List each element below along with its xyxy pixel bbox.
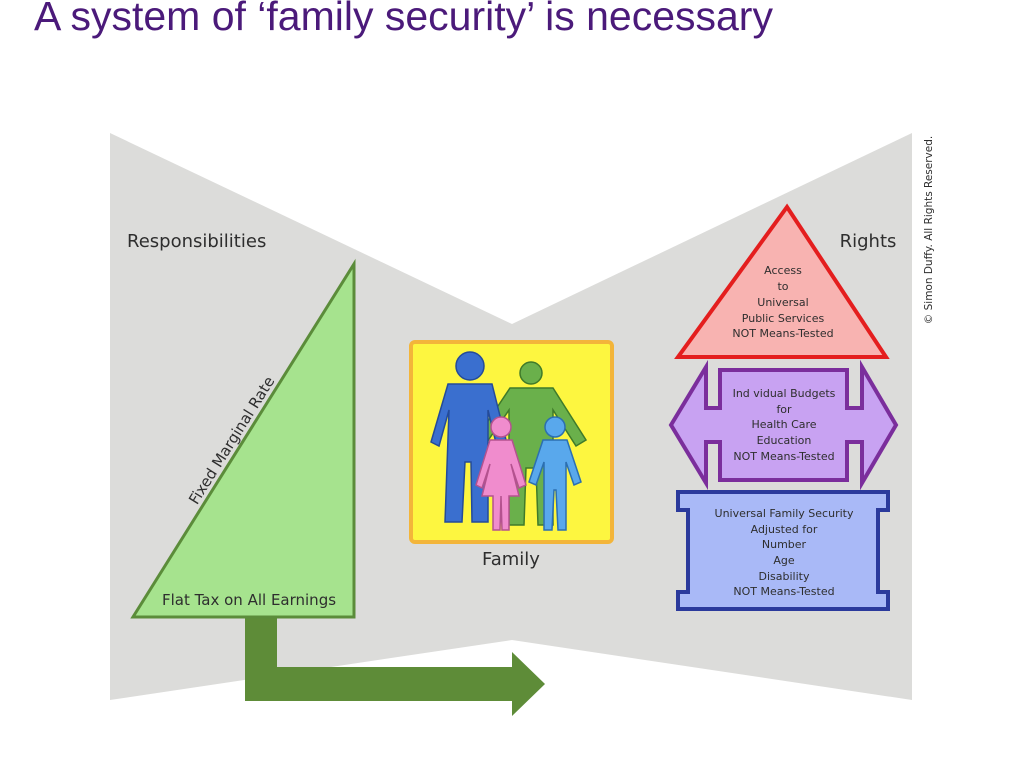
family-security-line: Universal Family Security	[715, 507, 854, 520]
public-services-line: Universal	[757, 296, 808, 309]
public-services-line: NOT Means-Tested	[732, 327, 833, 340]
individual-budgets-line: Education	[757, 434, 812, 447]
public-services-text: Access to Universal Public Services NOT …	[732, 264, 833, 340]
flow-arrow	[245, 612, 545, 716]
individual-budgets-line: Ind vidual Budgets	[733, 387, 836, 400]
public-services-line: Access	[764, 264, 802, 277]
public-services-triangle	[674, 203, 890, 359]
individual-budgets-arrow	[668, 359, 899, 491]
slide-title: A system of ‘family security’ is necessa…	[34, 0, 773, 39]
boy-figure	[528, 416, 582, 531]
girl-figure	[475, 416, 527, 531]
individual-budgets-line: Health Care	[751, 418, 816, 431]
copyright-notice: © Simon Duffy. All Rights Reserved.	[923, 136, 935, 324]
family-security-line: Number	[762, 538, 807, 551]
family-security-banner	[676, 490, 890, 611]
family-security-line: Age	[773, 554, 795, 567]
individual-budgets-line: for	[776, 403, 792, 416]
family-security-text: Universal Family Security Adjusted for N…	[715, 507, 854, 598]
rights-label: Rights	[840, 231, 897, 252]
responsibilities-label: Responsibilities	[127, 231, 266, 252]
family-label: Family	[482, 549, 540, 570]
individual-budgets-text: Ind vidual Budgets for Health Care Educa…	[733, 387, 836, 463]
individual-budgets-line: NOT Means-Tested	[733, 450, 834, 463]
responsibilities-triangle	[130, 258, 356, 619]
public-services-line: Public Services	[742, 312, 825, 325]
family-illustration	[430, 351, 588, 531]
family-security-line: Adjusted for	[751, 523, 818, 536]
flat-tax-label: Flat Tax on All Earnings	[162, 591, 336, 609]
public-services-line: to	[777, 280, 788, 293]
family-security-line: NOT Means-Tested	[733, 585, 834, 598]
family-security-line: Disability	[759, 570, 810, 583]
